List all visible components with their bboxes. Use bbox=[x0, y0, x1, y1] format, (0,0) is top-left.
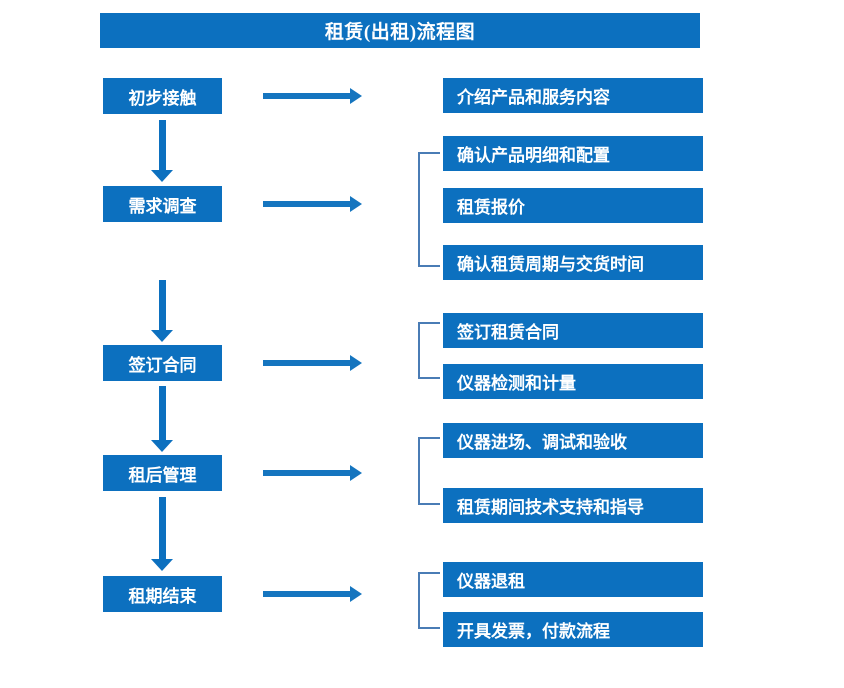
detail-label-4: 确认租赁周期与交货时间 bbox=[457, 255, 644, 274]
detail-label-8: 租赁期间技术支持和指导 bbox=[457, 498, 644, 517]
bracket-stage-3 bbox=[418, 322, 440, 379]
stage-box-4[interactable]: 租后管理 bbox=[103, 455, 222, 491]
detail-box-7[interactable]: 仪器进场、调试和验收 bbox=[443, 423, 703, 458]
detail-box-4[interactable]: 确认租赁周期与交货时间 bbox=[443, 245, 703, 280]
bracket-stage-5 bbox=[418, 572, 440, 629]
bracket-stage-4 bbox=[418, 437, 440, 505]
chart-title-text: 租赁(出租)流程图 bbox=[324, 22, 476, 43]
vertical-arrow-3-to-4 bbox=[151, 386, 173, 452]
detail-label-1: 介绍产品和服务内容 bbox=[457, 88, 610, 107]
horizontal-arrow-stage-2 bbox=[263, 196, 362, 212]
detail-box-10[interactable]: 开具发票，付款流程 bbox=[443, 612, 703, 647]
arrow-head bbox=[350, 586, 362, 602]
vertical-arrow-1-to-2 bbox=[151, 120, 173, 182]
stage-box-1[interactable]: 初步接触 bbox=[103, 78, 222, 114]
arrow-head bbox=[350, 465, 362, 481]
stage-label-3: 签订合同 bbox=[128, 355, 197, 375]
detail-box-6[interactable]: 仪器检测和计量 bbox=[443, 364, 703, 399]
detail-label-3: 租赁报价 bbox=[457, 198, 525, 217]
arrow-head bbox=[151, 559, 173, 571]
detail-label-10: 开具发票，付款流程 bbox=[457, 622, 610, 641]
horizontal-arrow-stage-5 bbox=[263, 586, 362, 602]
horizontal-arrow-stage-3 bbox=[263, 355, 362, 371]
detail-box-9[interactable]: 仪器退租 bbox=[443, 562, 703, 597]
stage-label-2: 需求调查 bbox=[128, 196, 197, 216]
arrow-shaft bbox=[159, 497, 166, 559]
stage-box-2[interactable]: 需求调查 bbox=[103, 186, 222, 222]
detail-label-6: 仪器检测和计量 bbox=[457, 374, 576, 393]
arrow-head bbox=[151, 440, 173, 452]
detail-box-5[interactable]: 签订租赁合同 bbox=[443, 313, 703, 348]
arrow-head bbox=[151, 330, 173, 342]
detail-label-2: 确认产品明细和配置 bbox=[457, 146, 610, 165]
arrow-shaft bbox=[263, 360, 350, 366]
chart-title-banner: 租赁(出租)流程图 bbox=[100, 13, 700, 48]
stage-label-1: 初步接触 bbox=[128, 88, 197, 108]
stage-box-3[interactable]: 签订合同 bbox=[103, 345, 222, 381]
stage-box-5[interactable]: 租期结束 bbox=[103, 576, 222, 612]
arrow-head bbox=[350, 355, 362, 371]
vertical-arrow-2-to-3 bbox=[151, 280, 173, 342]
arrow-head bbox=[350, 196, 362, 212]
vertical-arrow-4-to-5 bbox=[151, 497, 173, 571]
arrow-shaft bbox=[159, 280, 166, 330]
arrow-shaft bbox=[159, 120, 166, 170]
arrow-head bbox=[151, 170, 173, 182]
arrow-head bbox=[350, 88, 362, 104]
arrow-shaft bbox=[263, 470, 350, 476]
bracket-stage-2 bbox=[418, 152, 440, 267]
detail-label-7: 仪器进场、调试和验收 bbox=[457, 433, 627, 452]
detail-label-9: 仪器退租 bbox=[457, 572, 525, 591]
arrow-shaft bbox=[263, 93, 350, 99]
detail-box-1[interactable]: 介绍产品和服务内容 bbox=[443, 78, 703, 113]
arrow-shaft bbox=[263, 201, 350, 207]
horizontal-arrow-stage-4 bbox=[263, 465, 362, 481]
detail-box-2[interactable]: 确认产品明细和配置 bbox=[443, 136, 703, 171]
arrow-shaft bbox=[263, 591, 350, 597]
detail-label-5: 签订租赁合同 bbox=[457, 323, 559, 342]
stage-label-4: 租后管理 bbox=[128, 465, 197, 485]
detail-box-8[interactable]: 租赁期间技术支持和指导 bbox=[443, 488, 703, 523]
arrow-shaft bbox=[159, 386, 166, 440]
detail-box-3[interactable]: 租赁报价 bbox=[443, 188, 703, 223]
stage-label-5: 租期结束 bbox=[128, 586, 197, 606]
horizontal-arrow-stage-1 bbox=[263, 88, 362, 104]
